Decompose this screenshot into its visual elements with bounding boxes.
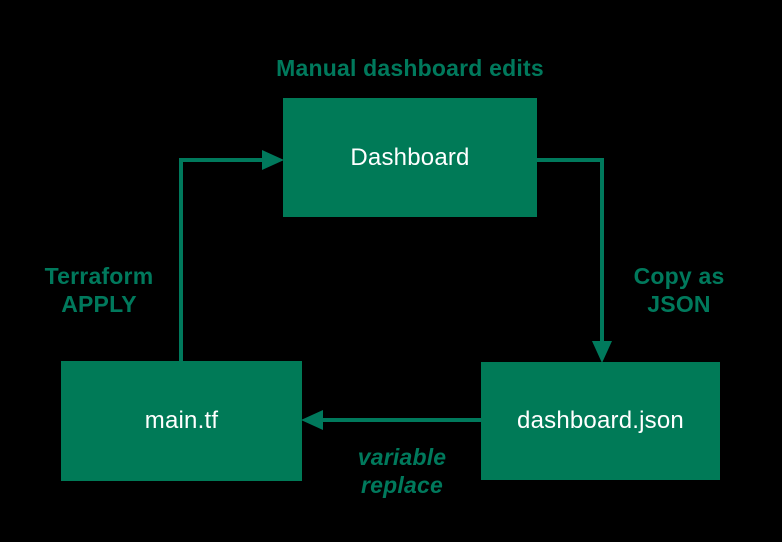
edge-label-copy-as-json: Copy as JSON [633, 263, 725, 317]
node-main-tf: main.tf [61, 361, 302, 481]
node-dashboard: Dashboard [283, 98, 537, 217]
node-dashboard-json-label: dashboard.json [517, 407, 684, 434]
arrowhead-right-icon [262, 150, 284, 170]
edge-label-terraform-apply: Terraform APPLY [44, 263, 154, 317]
node-dashboard-label: Dashboard [350, 143, 470, 171]
edge-main-tf-to-dashboard [179, 158, 262, 361]
diagram-title-label: Manual dashboard edits [276, 55, 544, 81]
arrowhead-left-icon [301, 410, 323, 430]
edge-dashboard-to-dashboard-json [537, 158, 604, 341]
node-main-tf-label: main.tf [144, 407, 219, 434]
edge-label-variable-replace: variable replace [357, 444, 447, 498]
node-dashboard-json: dashboard.json [481, 362, 720, 480]
arrowhead-down-icon [592, 341, 612, 363]
